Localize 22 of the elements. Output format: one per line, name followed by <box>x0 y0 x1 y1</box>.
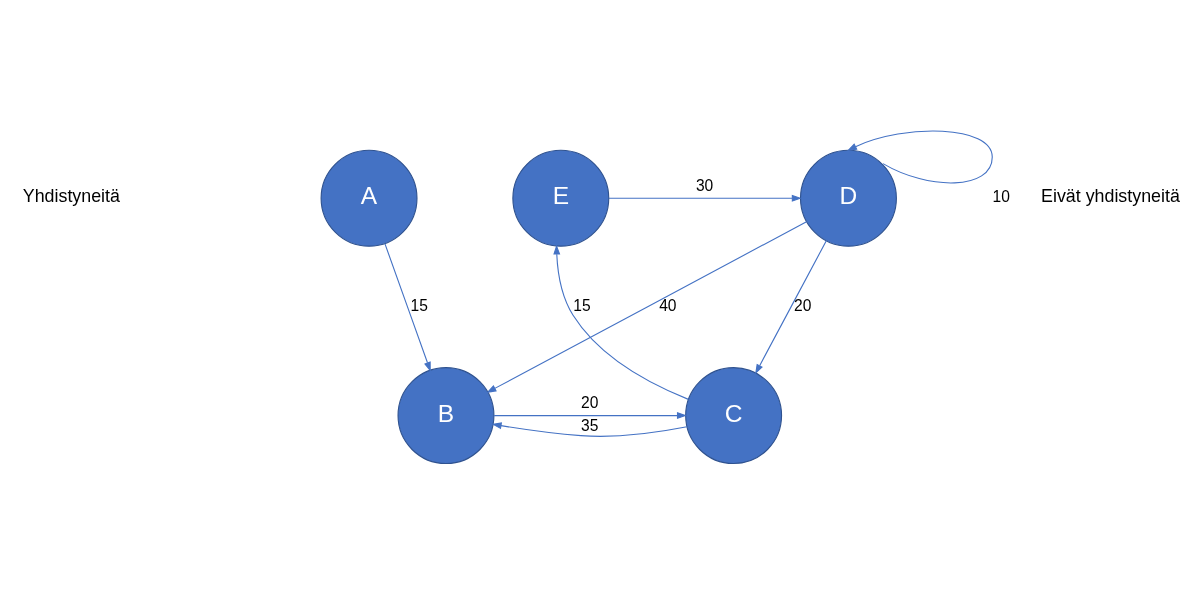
arrow <box>486 220 808 393</box>
edge-label: 20 <box>794 296 812 314</box>
arrow <box>608 194 802 202</box>
edge-label: 30 <box>695 176 714 194</box>
label: Eivät yhdistyneitä <box>1041 185 1180 206</box>
edge-label: 10 <box>992 187 1010 205</box>
edge-label: 15 <box>573 296 591 314</box>
arrow <box>493 411 687 419</box>
arrow <box>384 242 431 372</box>
edge-label: 15 <box>410 296 428 314</box>
edge-label: 40 <box>659 296 677 314</box>
edge-label: 20 <box>581 393 599 411</box>
node-circle: A <box>320 149 418 247</box>
edge-label: 35 <box>581 416 599 434</box>
arrow <box>553 243 689 400</box>
node-circle: E <box>512 149 610 247</box>
arrow <box>755 239 827 374</box>
node-circle: D <box>799 149 897 247</box>
node-circle: C <box>685 366 783 464</box>
arrow <box>846 129 993 183</box>
label: Yhdistyneitä <box>22 185 120 206</box>
arrow <box>491 421 688 437</box>
